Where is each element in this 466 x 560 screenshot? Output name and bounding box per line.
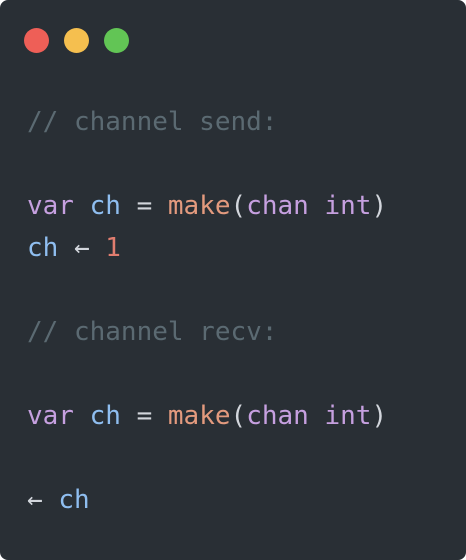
keyword-token: chan (246, 191, 309, 221)
function-token: make (167, 401, 231, 431)
comment-token: // channel recv: (27, 317, 278, 347)
paren-token: ) (371, 401, 388, 431)
function-token: make (167, 191, 231, 221)
code-line-comment-send: // channel send: (27, 101, 277, 143)
paren-token: ) (371, 191, 388, 221)
identifier-token: ch (89, 191, 121, 221)
code-line-send-declaration: var ch = make(chan int) (27, 185, 387, 227)
paren-token: ( (230, 191, 247, 221)
code-line-recv-statement: ← ch (27, 479, 90, 521)
keyword-token: int (324, 401, 372, 431)
code-line-recv-declaration: var ch = make(chan int) (27, 395, 387, 437)
minimize-window-button[interactable] (64, 28, 89, 53)
maximize-window-button[interactable] (104, 28, 129, 53)
code-block: // channel send: var ch = make(chan int)… (27, 0, 387, 515)
arrow-token: ← (73, 233, 90, 263)
identifier-token: ch (89, 401, 121, 431)
code-line-comment-recv: // channel recv: (27, 311, 277, 353)
identifier-token: ch (27, 233, 59, 263)
comment-token: // channel send: (27, 107, 278, 137)
keyword-token: int (324, 191, 372, 221)
keyword-token: var (27, 191, 74, 221)
number-token: 1 (105, 233, 121, 263)
keyword-token: chan (246, 401, 309, 431)
paren-token: ( (230, 401, 247, 431)
operator-token: = (136, 401, 153, 431)
arrow-token: ← (27, 485, 43, 515)
code-line-send-statement: ch ← 1 (27, 227, 121, 269)
operator-token: = (136, 191, 153, 221)
keyword-token: var (27, 401, 74, 431)
window-titlebar (0, 0, 466, 80)
identifier-token: ch (58, 485, 90, 515)
close-window-button[interactable] (24, 28, 49, 53)
